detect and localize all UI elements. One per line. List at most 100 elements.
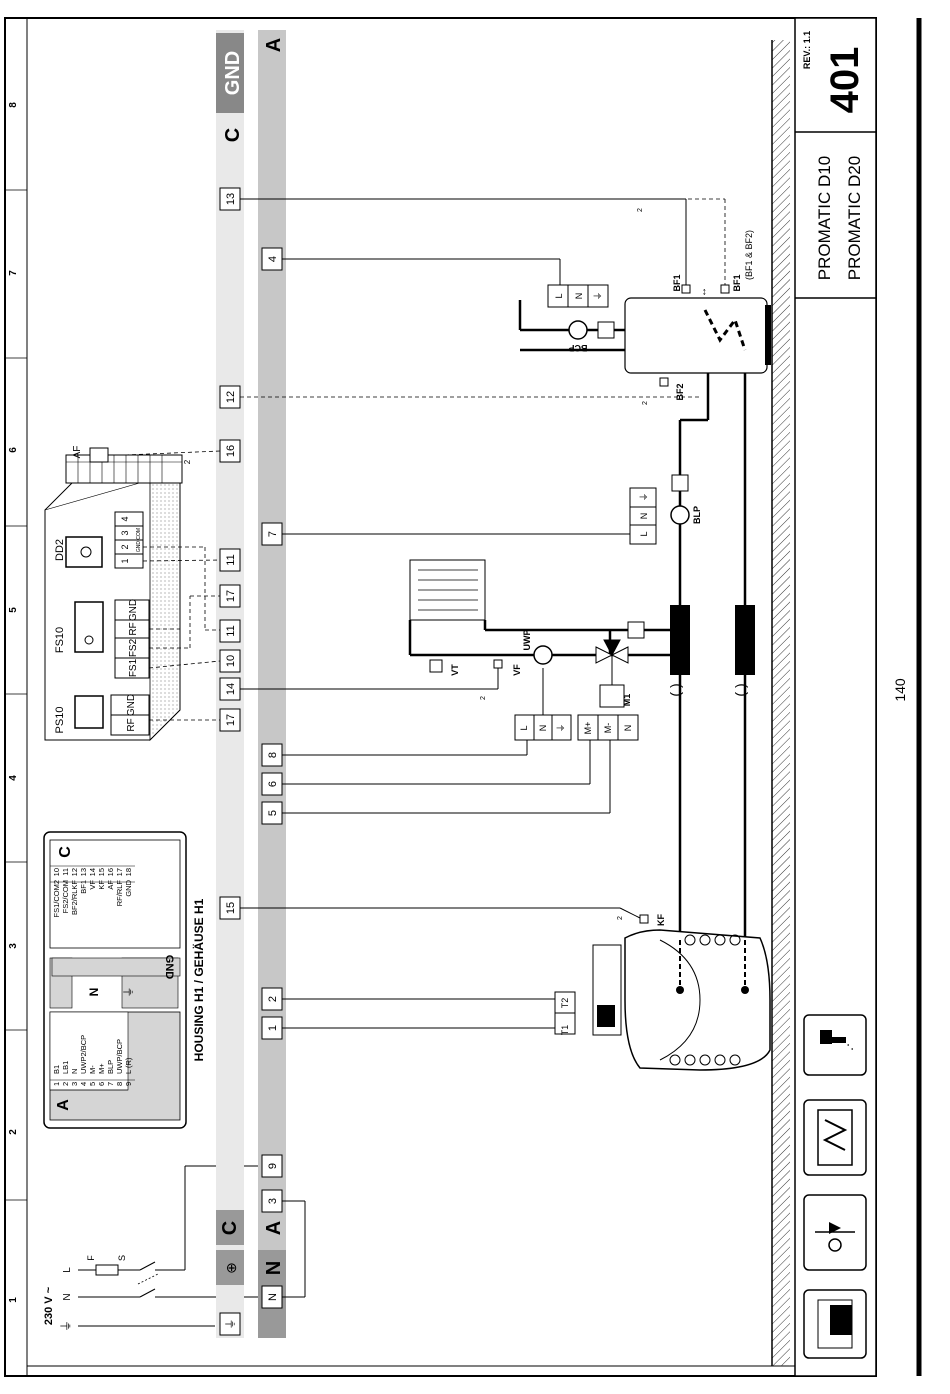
supply-terminal-n: N [62,1293,73,1300]
terminal-block-mixer: M+ M- N [577,714,639,741]
table-cell: B1 [52,1065,61,1074]
terminal-a: 6 [261,772,283,796]
table-cell: 8 [115,1082,124,1086]
terminal-a: 2 [261,987,283,1011]
ps10-rf: RF [126,718,137,731]
grid-number: 1 [8,1297,19,1303]
terminal-number: 13 [225,193,237,205]
terminal-number: 9 [267,1163,279,1169]
terminal-a: 5 [261,801,283,825]
blp-pump: BLP [670,505,702,525]
rail-c-right-label: C [222,128,244,142]
mid-earth: ⏚ [122,987,135,998]
rail-c-label: C [219,1221,241,1235]
terminal-number: 6 [267,781,279,787]
table-cell: N [70,1069,79,1074]
rail-gnd-label-box [216,33,244,113]
af-sensor [89,447,109,463]
table-cell: 17 [115,868,124,876]
table-cell: 7 [106,1082,115,1086]
terminal-block-bcp: L N ⏚ [547,284,609,308]
terminal-number: 14 [225,683,237,695]
table-cell: L (R) [124,1057,133,1074]
grid-number: 8 [8,102,19,108]
bf2-sensor [659,377,669,387]
terminal-number: 15 [225,902,237,914]
terminal-c: 16 [219,439,241,463]
dd2-label: DD2 [54,539,66,561]
grid-number: 7 [8,270,19,276]
terminal-c: 13 [219,187,241,211]
pipe-break: ( ) [732,683,748,696]
term-m-minus: M- [603,723,613,734]
n-terminal: N [267,1293,279,1301]
table-cell: 18 [124,868,133,876]
table-cell: 10 [52,868,61,876]
af-label: AF [72,446,83,459]
m1-label: M1 [622,694,632,707]
diagram-number: 401 [823,47,867,114]
table-row: 9 L (R) [124,1057,133,1086]
term-n: N [623,725,633,732]
table-cell: LB1 [61,1061,70,1074]
term-n: N [574,293,584,300]
rail-a: A N N A [258,30,286,1338]
table-cell: 4 [79,1082,88,1086]
fs10-fs2: FS2 [128,638,139,657]
wire-count: 2 [637,208,644,212]
control-wires [240,198,687,1029]
mid-n-label: N [87,988,101,997]
term-l: L [519,725,529,730]
vt-label: VT [450,664,460,676]
floor-hatch [772,40,790,1366]
table-cell: 6 [97,1082,106,1086]
supply-terminal-l: L [62,1267,73,1273]
rail-a-label: A [263,1221,285,1235]
tap-glyph: ⋰ [820,1030,855,1051]
table-c-header: C [57,846,74,858]
ps10-label: PS10 [54,707,66,734]
terminal-c: 10 [219,649,241,673]
term-t1: T1 [560,1025,570,1036]
term-pe: ⏚ [593,291,603,300]
table-cell: 1 [52,1082,61,1086]
rail-gnd-label: GND [222,51,244,95]
heating-pipes [408,300,747,990]
table-cell: M- [88,1065,97,1074]
term-t2: T2 [560,998,570,1009]
dd2-term: 1 [120,558,130,563]
terminal-c: 12 [219,385,241,409]
term-pe: ⏚ [639,492,649,501]
power-supply: 230 V ~ L N ⏚ F S [43,1165,260,1332]
table-cell: 9 [124,1082,133,1086]
kf-sensor [639,914,649,924]
table-cell: 5 [88,1082,97,1086]
terminal-block-t1t2: T1 T2 [554,991,576,1036]
model-line-1: PROMATIC D10 [815,156,834,280]
terminal-number: 12 [225,391,237,403]
rail-n-label: N [263,1261,285,1275]
housing-label: HOUSING H1 / GEHÄUSE H1 [191,898,206,1061]
ps10-display [74,695,104,729]
grid-number: 4 [8,775,19,781]
wire-count: 2 [183,459,192,464]
grid-numbers: 1 2 3 4 5 6 7 8 [5,102,27,1303]
page-number: 140 [892,678,908,702]
controller-housing: AF PS10 GND RF FS10 GND RF FS2 FS1 DD2 1… [44,446,183,741]
switch-contact [139,1288,156,1298]
dd2-display [65,536,103,568]
table-row: 5 M- [88,1065,97,1086]
term-m-plus: M+ [583,722,593,735]
terminal-c: 15 [219,896,241,920]
